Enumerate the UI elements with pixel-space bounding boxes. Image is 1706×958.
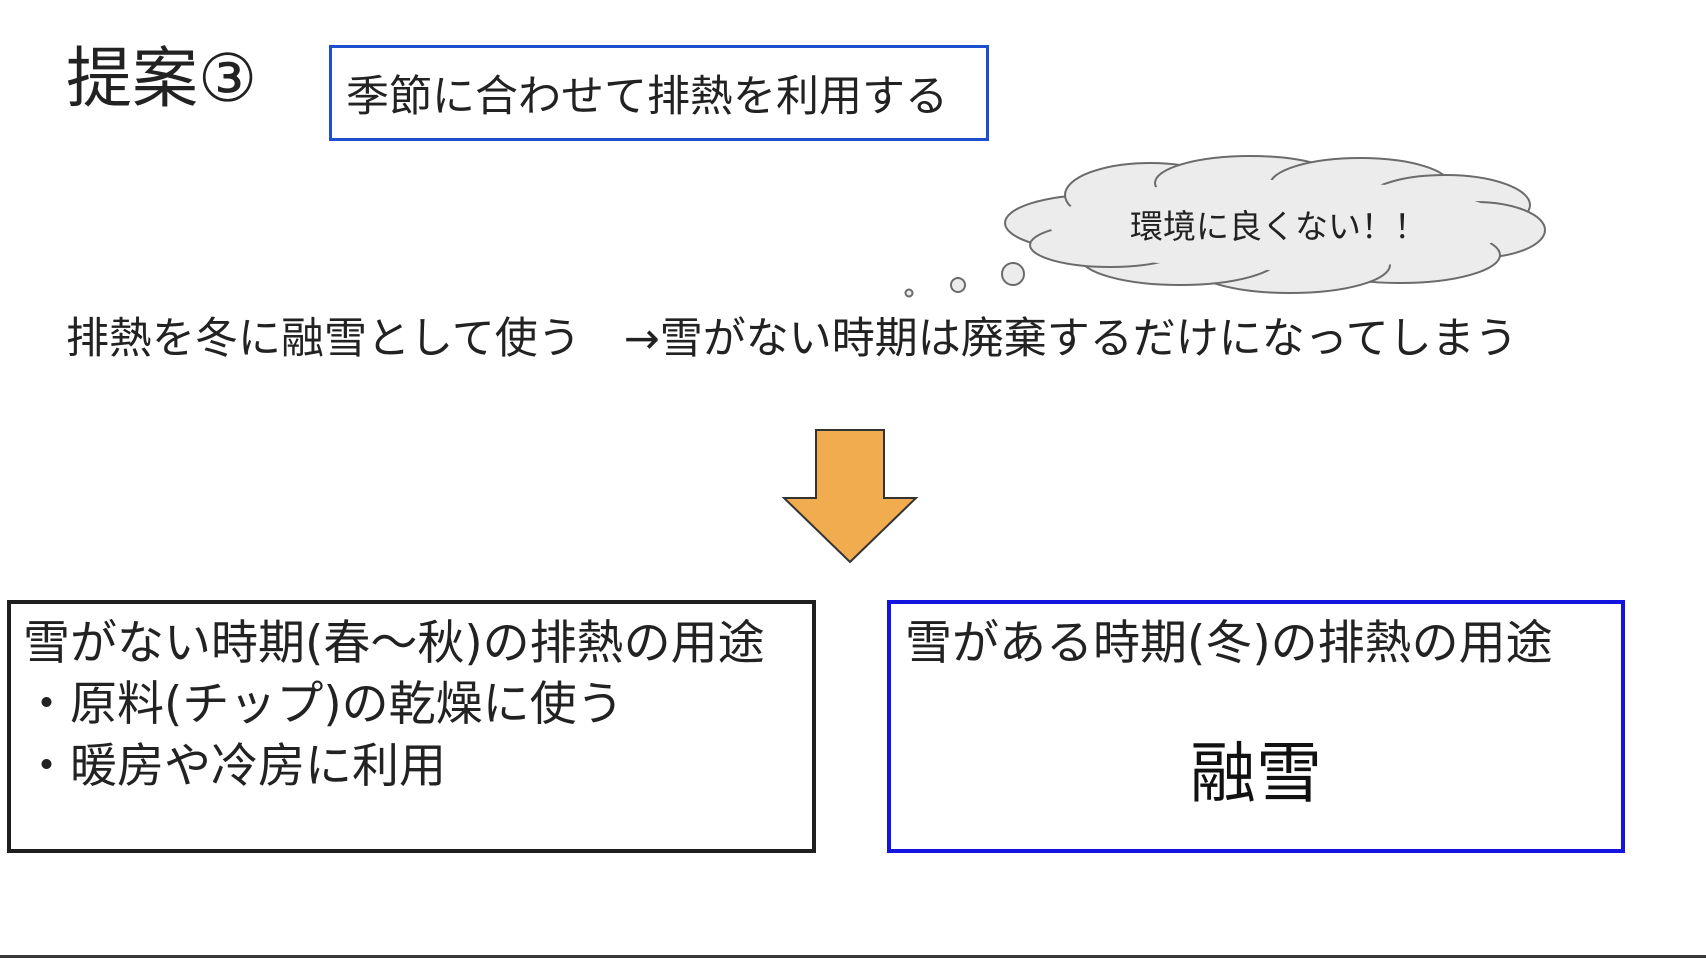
left-box-heading: 雪がない時期(春～秋)の排熱の用途: [23, 616, 765, 671]
left-usage-box: 雪がない時期(春～秋)の排熱の用途 ・原料(チップ)の乾燥に使う ・暖房や冷房に…: [7, 600, 816, 853]
headline-text: 季節に合わせて排熱を利用する: [346, 72, 948, 122]
slide-title: 提案③: [66, 40, 258, 117]
down-arrow-icon: [781, 429, 919, 564]
bottom-divider: [0, 955, 1706, 958]
list-item: ・原料(チップ)の乾燥に使う: [23, 677, 624, 732]
headline-box: 季節に合わせて排熱を利用する: [329, 45, 989, 141]
left-box-list: ・原料(チップ)の乾燥に使う ・暖房や冷房に利用: [23, 674, 800, 798]
thought-bubble-text: 環境に良くない！！: [1130, 207, 1427, 246]
list-item: ・暖房や冷房に利用: [23, 739, 446, 794]
right-box-value: 融雪: [1190, 735, 1322, 812]
right-usage-box: 雪がある時期(冬)の排熱の用途 融雪: [887, 600, 1625, 853]
thought-cloud-icon: [1004, 155, 1546, 294]
right-box-heading: 雪がある時期(冬)の排熱の用途: [905, 616, 1553, 671]
statement-text: 排熱を冬に融雪として使う →雪がない時期は廃棄するだけになってしまう: [66, 314, 1518, 364]
thought-bubble-dots: [904, 262, 1025, 298]
